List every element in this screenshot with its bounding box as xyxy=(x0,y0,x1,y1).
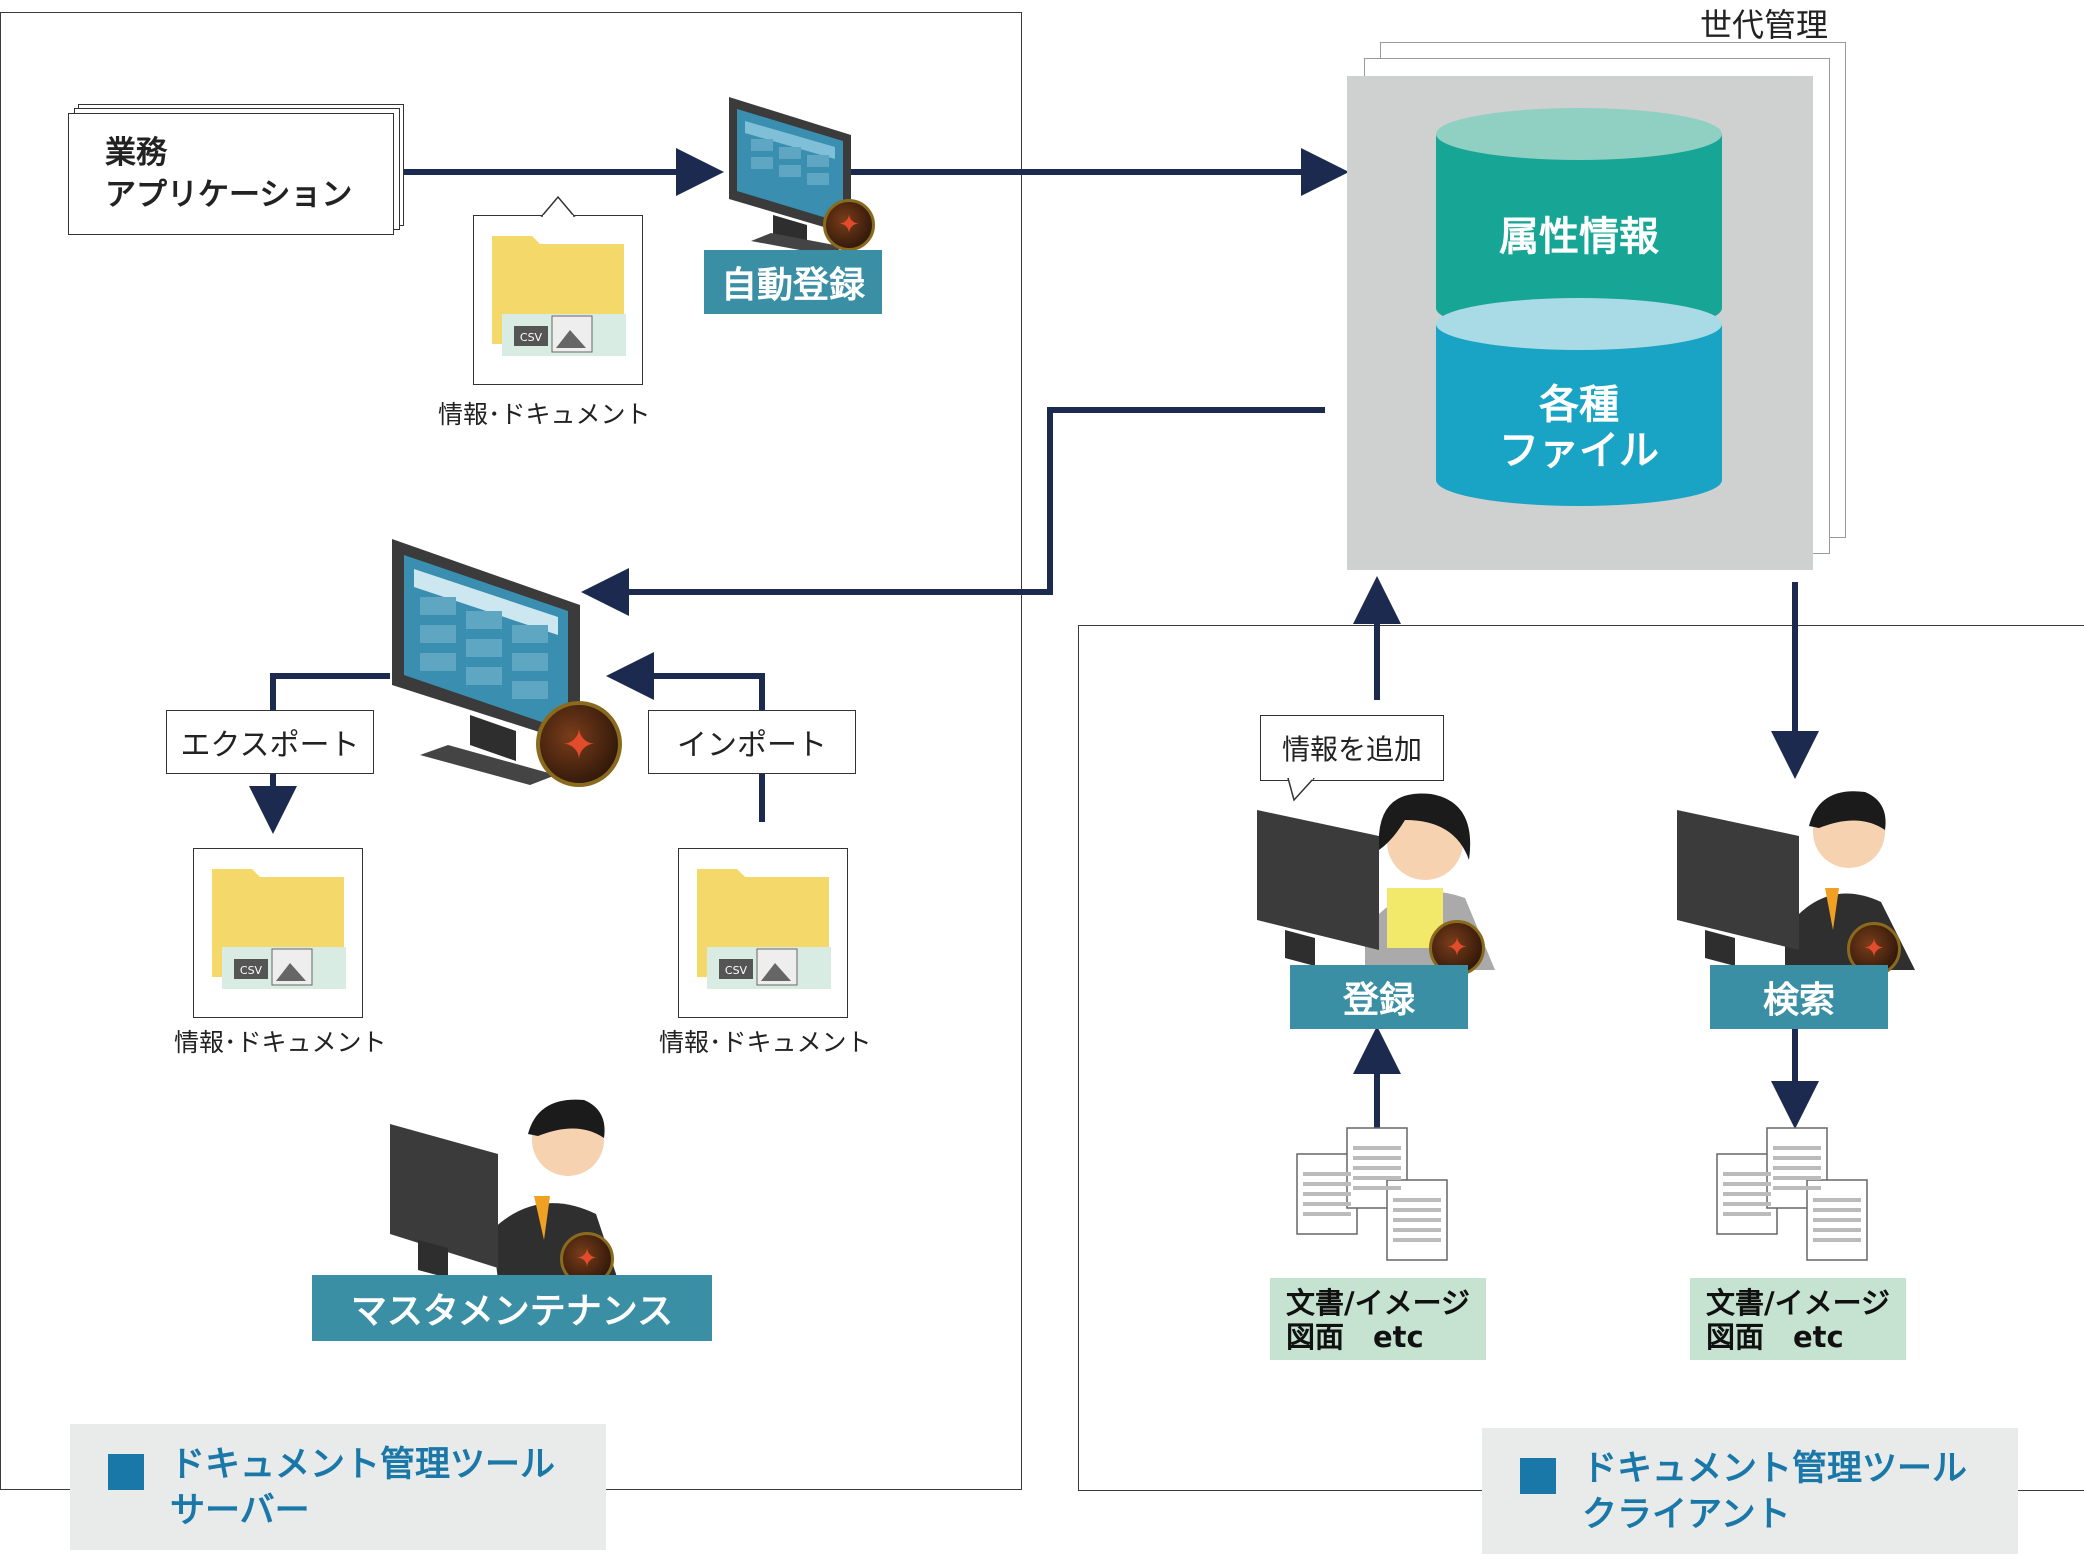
document-stack-icon xyxy=(1296,1127,1448,1261)
import-label: インポート xyxy=(648,710,856,774)
arrow-server-export xyxy=(270,673,390,700)
master-maintenance-tag: マスタメンテナンス xyxy=(312,1275,712,1341)
folder-icon: CSV xyxy=(697,869,831,989)
svg-text:CSV: CSV xyxy=(240,964,263,977)
search-user: ✦ xyxy=(1675,780,1925,976)
doc-caption-import: 情報･ドキュメント xyxy=(659,1028,872,1057)
user-female-icon xyxy=(1257,793,1495,970)
export-label: エクスポート xyxy=(166,710,374,774)
document-stack-icon xyxy=(1716,1127,1868,1261)
app-box-label: 業務 アプリケーション xyxy=(105,135,353,213)
register-user: ✦ xyxy=(1255,780,1505,976)
legend-square-icon xyxy=(108,1454,144,1490)
repository: 属性情報 各種 ファイル xyxy=(1347,76,1813,570)
doc-caption-export: 情報･ドキュメント xyxy=(174,1028,387,1057)
speech-pointer xyxy=(1287,778,1316,802)
app-box: 業務 アプリケーション xyxy=(68,113,394,235)
doc-folder-card-import: CSV xyxy=(678,848,848,1018)
doc-folder-card-export: CSV xyxy=(193,848,363,1018)
register-tag: 登録 xyxy=(1290,965,1468,1029)
logo-badge-icon: ✦ xyxy=(536,701,622,787)
attributes-label: 属性情報 xyxy=(1499,214,1659,260)
arrow-repo-server-bidirectional xyxy=(581,407,1325,616)
files-label: 各種 ファイル xyxy=(1499,382,1659,474)
monitor-icon xyxy=(729,97,851,255)
client-legend: ドキュメント管理ツール クライアント xyxy=(1482,1428,2018,1554)
doc-folder-card-top: CSV xyxy=(473,215,643,385)
folder-icon: CSV xyxy=(212,869,346,989)
server-legend-text: ドキュメント管理ツール サーバー xyxy=(170,1445,556,1531)
search-tag: 検索 xyxy=(1710,965,1888,1029)
auto-register-tag: 自動登録 xyxy=(704,250,882,314)
svg-text:CSV: CSV xyxy=(725,964,748,977)
legend-square-icon xyxy=(1520,1458,1556,1494)
server-legend: ドキュメント管理ツール サーバー xyxy=(70,1424,606,1550)
logo-badge-icon: ✦ xyxy=(823,199,875,251)
admin-user: ✦ xyxy=(388,1090,638,1286)
speech-pointer xyxy=(540,195,576,217)
client-legend-text: ドキュメント管理ツール クライアント xyxy=(1582,1449,1968,1535)
generation-label: 世代管理 xyxy=(1700,6,1829,44)
database-cylinder-icon xyxy=(1436,108,1722,506)
server-monitor: ✦ xyxy=(380,535,630,805)
svg-text:CSV: CSV xyxy=(520,331,543,344)
monitor-icon xyxy=(392,539,580,785)
client-panel xyxy=(1078,625,2084,1491)
doc-caption-top: 情報･ドキュメント xyxy=(438,400,651,429)
docs-tag-left: 文書/イメージ 図面 etc xyxy=(1270,1278,1486,1360)
add-info-bubble: 情報を追加 xyxy=(1260,715,1444,781)
auto-register-monitor: ✦ xyxy=(715,95,885,265)
folder-icon: CSV xyxy=(492,236,626,356)
docs-tag-right: 文書/イメージ 図面 etc xyxy=(1690,1278,1906,1360)
